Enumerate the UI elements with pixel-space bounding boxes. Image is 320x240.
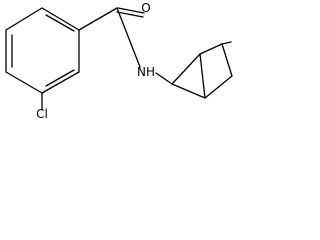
ring-bond: [41, 7, 80, 31]
carbonyl-double-bond: [116, 11, 144, 18]
ring-bond-inner: [45, 14, 75, 32]
ring-bond-inner: [45, 69, 75, 87]
chemical-structure-diagram: O NH Cl: [5, 1, 233, 120]
ring-bond: [221, 43, 233, 77]
carbonyl-nitrogen-bond: [116, 7, 141, 68]
ring-bond: [171, 83, 206, 99]
ring-bond: [5, 7, 43, 31]
chlorine-label: Cl: [36, 107, 48, 120]
oxygen-label: O: [141, 1, 150, 15]
aryl-carbonyl-bond: [78, 7, 118, 31]
ring-bond: [41, 71, 80, 94]
nitrogen-carbon-bond: [155, 72, 173, 85]
chloro-substituent: Cl: [36, 92, 48, 120]
benzene-ring: [5, 7, 80, 94]
ring-bond: [199, 43, 223, 55]
norbornane-bicycle: [155, 41, 233, 99]
bridge-bond: [199, 53, 206, 99]
carbonyl-double-bond: [117, 7, 145, 14]
ring-bond: [171, 53, 201, 85]
nitrogen-label: NH: [137, 65, 155, 79]
amide-group: O NH: [78, 1, 155, 79]
bridge-bond: [221, 41, 232, 45]
ring-bond: [5, 71, 43, 94]
ring-bond: [204, 75, 233, 99]
